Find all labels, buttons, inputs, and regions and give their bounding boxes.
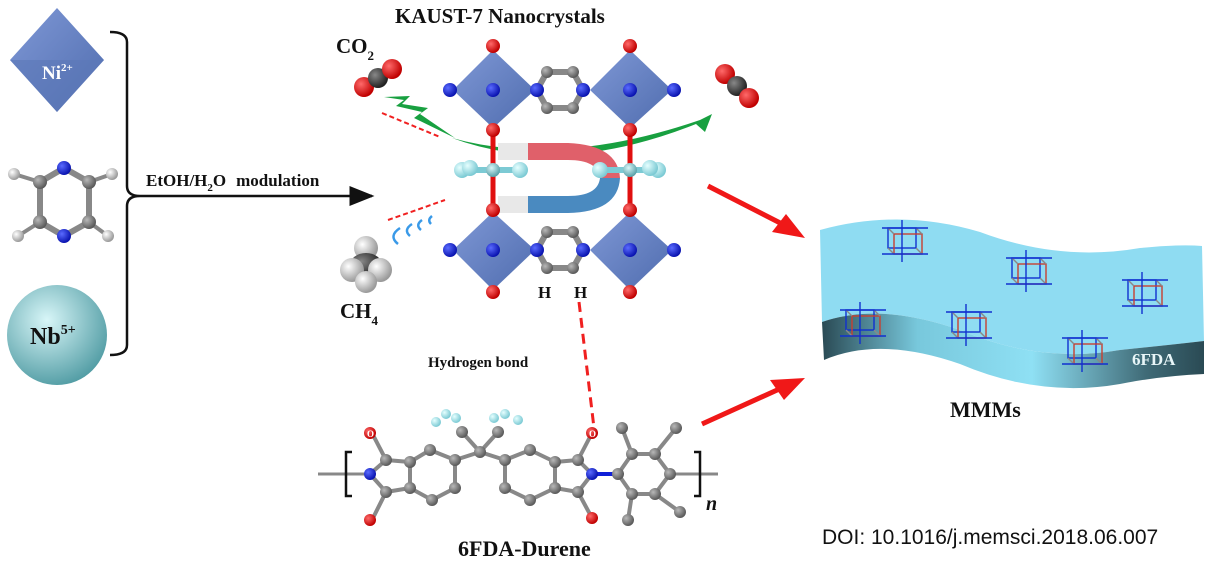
h-label-right: H [574, 283, 587, 302]
repulsion-wave-icon [392, 215, 433, 245]
ni-octahedron: Ni2+ [10, 8, 104, 112]
ch4-label: CH4 [340, 299, 379, 328]
membrane-tag: 6FDA [1132, 350, 1176, 369]
kaust7-framework [443, 39, 681, 299]
nb-label: Nb5+ [30, 323, 76, 350]
co2-molecule-in [354, 59, 402, 97]
o-atom-label: O [367, 429, 374, 439]
hydrogen-bond-line [577, 301, 596, 429]
hydrogen-bond-label: Hydrogen bond [428, 355, 529, 371]
mmm-membrane [820, 219, 1204, 389]
embedded-nanocrystals [839, 220, 1169, 373]
o-atom-label: O [589, 429, 596, 439]
6fda-durene-structure: O O [318, 409, 718, 526]
green-lightning-arrow [384, 96, 455, 138]
co2-label: CO2 [336, 34, 374, 63]
grouping-bracket [109, 30, 141, 357]
green-curved-arrow [452, 114, 712, 156]
h-label-left: H [538, 283, 551, 302]
ni-label: Ni2+ [42, 62, 73, 84]
co2-dash-line [381, 112, 441, 138]
pyrazine-molecule [8, 161, 118, 243]
membrane-label: MMMs [950, 397, 1021, 422]
co2-molecule-out [715, 64, 759, 108]
ch4-molecule [340, 236, 392, 293]
figure-title: KAUST-7 Nanocrystals [395, 4, 605, 28]
red-arrow-top [706, 183, 805, 238]
ch4-dash-line [387, 199, 446, 221]
doi-citation: DOI: 10.1016/j.memsci.2018.06.007 [822, 526, 1159, 549]
repeat-unit-n: n [706, 493, 717, 515]
polymer-label: 6FDA-Durene [458, 536, 591, 561]
red-arrow-bottom [700, 378, 805, 427]
nb-sphere: Nb5+ [7, 285, 107, 385]
